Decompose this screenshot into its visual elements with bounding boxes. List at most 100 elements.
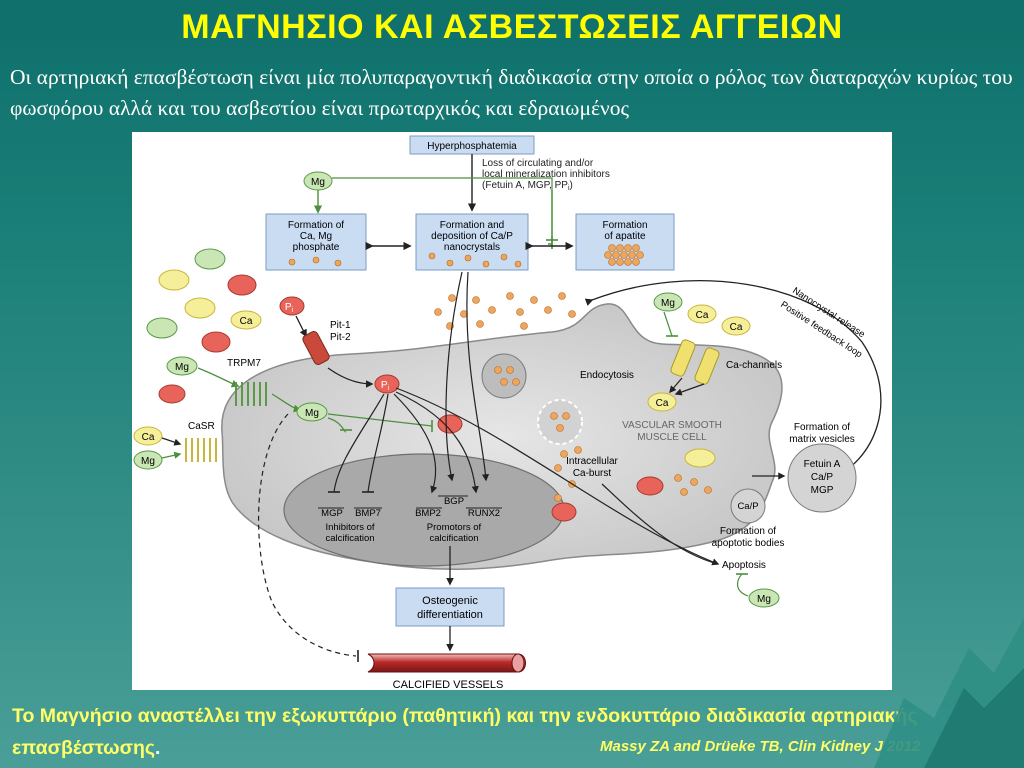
mg-ion-casr: Mg	[133, 450, 163, 470]
ca-ion-channel-1: Ca	[687, 304, 717, 324]
svg-text:Osteogenic: Osteogenic	[422, 595, 478, 607]
apoptotic-bodies-label: Formation of apoptotic bodies	[712, 526, 785, 549]
svg-text:Intracellular: Intracellular	[566, 456, 618, 467]
svg-text:calcification: calcification	[429, 533, 478, 544]
slide-caption: Το Μαγνήσιο αναστέλλει την εξωκυττάριο (…	[12, 705, 918, 759]
nanocrystals-extracellular	[434, 292, 576, 330]
svg-text:Formation of: Formation of	[794, 422, 850, 433]
mg-ion-apoptosis: Mg	[748, 588, 780, 608]
svg-text:Ca: Ca	[696, 310, 709, 321]
svg-text:Mg: Mg	[305, 408, 319, 419]
svg-text:Mg: Mg	[661, 298, 675, 309]
inhibitors-label: Inhibitors of calcification	[325, 522, 374, 544]
ca-channels-label: Ca-channels	[726, 360, 782, 371]
svg-text:Pit-1: Pit-1	[330, 320, 351, 331]
floating-ions	[146, 248, 257, 404]
slide-subtitle: Οι αρτηριακή επασβέστωση είναι μία πολυπ…	[10, 65, 1013, 120]
svg-text:Promotors of: Promotors of	[427, 522, 482, 533]
svg-text:Ca: Ca	[730, 322, 743, 333]
trpm7-channel	[235, 382, 267, 406]
trpm7-label: TRPM7	[227, 358, 261, 369]
svg-text:Formation of: Formation of	[720, 526, 776, 537]
ca-burst-crystals	[554, 446, 712, 502]
svg-text:Pi: Pi	[285, 302, 294, 314]
svg-text:VASCULAR SMOOTH: VASCULAR SMOOTH	[622, 420, 722, 431]
svg-text:Ca: Ca	[240, 316, 253, 327]
svg-text:differentiation: differentiation	[417, 609, 483, 621]
calcified-vessel: CALCIFIED VESSELS	[367, 653, 526, 691]
vsmc-label: VASCULAR SMOOTH MUSCLE CELL	[622, 420, 722, 443]
matrix-vesicles-label: Formation of matrix vesicles	[789, 422, 855, 445]
promotors-label: Promotors of calcification	[427, 522, 482, 544]
svg-text:deposition of Ca/P: deposition of Ca/P	[431, 231, 513, 242]
ca-channels	[670, 339, 720, 385]
gene-runx2: RUNX2	[468, 508, 500, 519]
dashed-vesicle	[537, 399, 583, 445]
svg-text:calcification: calcification	[325, 533, 374, 544]
mountain-decoration	[874, 618, 1024, 768]
ca-ion-channel-2: Ca	[721, 316, 751, 336]
pi-ion-inside: Pi	[374, 374, 400, 394]
svg-text:local mineralization inhibitor: local mineralization inhibitors	[482, 169, 610, 180]
svg-text:Mg: Mg	[311, 177, 325, 188]
loss-of-inhibitors-text: Loss of circulating and/or local mineral…	[482, 158, 610, 192]
svg-text:apoptotic bodies: apoptotic bodies	[712, 538, 785, 549]
svg-text:phosphate: phosphate	[293, 242, 340, 253]
ca-ion-cytoplasm: Ca	[647, 392, 677, 412]
svg-text:nanocrystals: nanocrystals	[444, 242, 500, 253]
svg-text:Formation of: Formation of	[288, 220, 344, 231]
pit-transporter: Pit-1 Pit-2	[302, 320, 351, 365]
box-nanocrystals: Formation and deposition of Ca/P nanocry…	[415, 213, 529, 271]
svg-text:(Fetuin A, MGP, PPi): (Fetuin A, MGP, PPi)	[482, 180, 573, 192]
gene-bmp7: BMP7	[355, 508, 381, 519]
svg-text:Ca, Mg: Ca, Mg	[300, 231, 332, 242]
hyperphosphatemia-box: Hyperphosphatemia	[409, 135, 535, 155]
gene-mgp: MGP	[321, 508, 343, 519]
pi-ion-top: Pi	[279, 296, 305, 316]
svg-text:of apatite: of apatite	[604, 231, 646, 242]
svg-text:Ca-burst: Ca-burst	[573, 468, 612, 479]
svg-text:Ca: Ca	[656, 398, 669, 409]
svg-text:Fetuin A: Fetuin A	[804, 459, 841, 470]
svg-text:Pi: Pi	[381, 380, 390, 392]
svg-text:Inhibitors of: Inhibitors of	[325, 522, 374, 533]
svg-text:Ca/P: Ca/P	[811, 472, 834, 483]
hyperphosphatemia-label: Hyperphosphatemia	[427, 141, 517, 152]
mg-ion-trpm7: Mg	[166, 356, 198, 376]
diagram-figure: Hyperphosphatemia Loss of circulating an…	[132, 132, 892, 691]
gene-labels: MGP BMP7 BGP BMP2 RUNX2	[321, 496, 500, 519]
mg-ion-inside: Mg	[296, 402, 328, 422]
svg-text:matrix vesicles: matrix vesicles	[789, 434, 855, 445]
svg-text:Formation and: Formation and	[440, 220, 504, 231]
gene-bgp: BGP	[444, 496, 464, 507]
apoptotic-body: Ca/P	[730, 488, 766, 524]
mg-ion-channels: Mg	[653, 292, 683, 312]
pi-ion-mid	[437, 414, 463, 434]
svg-text:Formation: Formation	[602, 220, 647, 231]
calcification-diagram: Hyperphosphatemia Loss of circulating an…	[133, 135, 882, 691]
svg-text:Pit-2: Pit-2	[330, 332, 351, 343]
svg-text:Ca/P: Ca/P	[737, 501, 758, 512]
slide-title: ΜΑΓΝΗΣΙΟ ΚΑΙ ΑΣΒΕΣΤΩΣΕΙΣ ΑΓΓΕΙΩΝ	[181, 8, 843, 46]
casr-label: CaSR	[188, 421, 215, 432]
endocytosis-vesicle	[481, 353, 527, 399]
mg-ion-top: Mg	[303, 171, 333, 191]
ca-ion-casr: Ca	[133, 426, 163, 446]
svg-text:CALCIFIED VESSELS: CALCIFIED VESSELS	[393, 679, 504, 690]
pi-ion-low	[551, 502, 577, 522]
pi-ion-burst	[636, 476, 664, 496]
box-apatite: Formation of apatite	[575, 213, 675, 271]
svg-text:Loss of circulating and/or: Loss of circulating and/or	[482, 158, 594, 169]
ca-ion-left: Ca	[230, 310, 262, 330]
osteogenic-box: Osteogenic differentiation	[395, 587, 505, 627]
citation: Massy ZA and Drüeke TB, Clin Kidney J 20…	[600, 738, 921, 755]
apoptosis-label: Apoptosis	[722, 560, 766, 571]
matrix-vesicle: Fetuin A Ca/P MGP	[787, 443, 857, 513]
casr-receptor	[185, 438, 217, 462]
feedback-loop-label: Nanocrystal release Positive feedback lo…	[778, 285, 866, 360]
intracellular-ca-burst-label: Intracellular Ca-burst	[566, 456, 618, 479]
ca-ion-burst	[684, 448, 716, 468]
endocytosis-label: Endocytosis	[580, 370, 634, 381]
svg-text:Mg: Mg	[757, 594, 771, 605]
svg-text:Mg: Mg	[141, 456, 155, 467]
